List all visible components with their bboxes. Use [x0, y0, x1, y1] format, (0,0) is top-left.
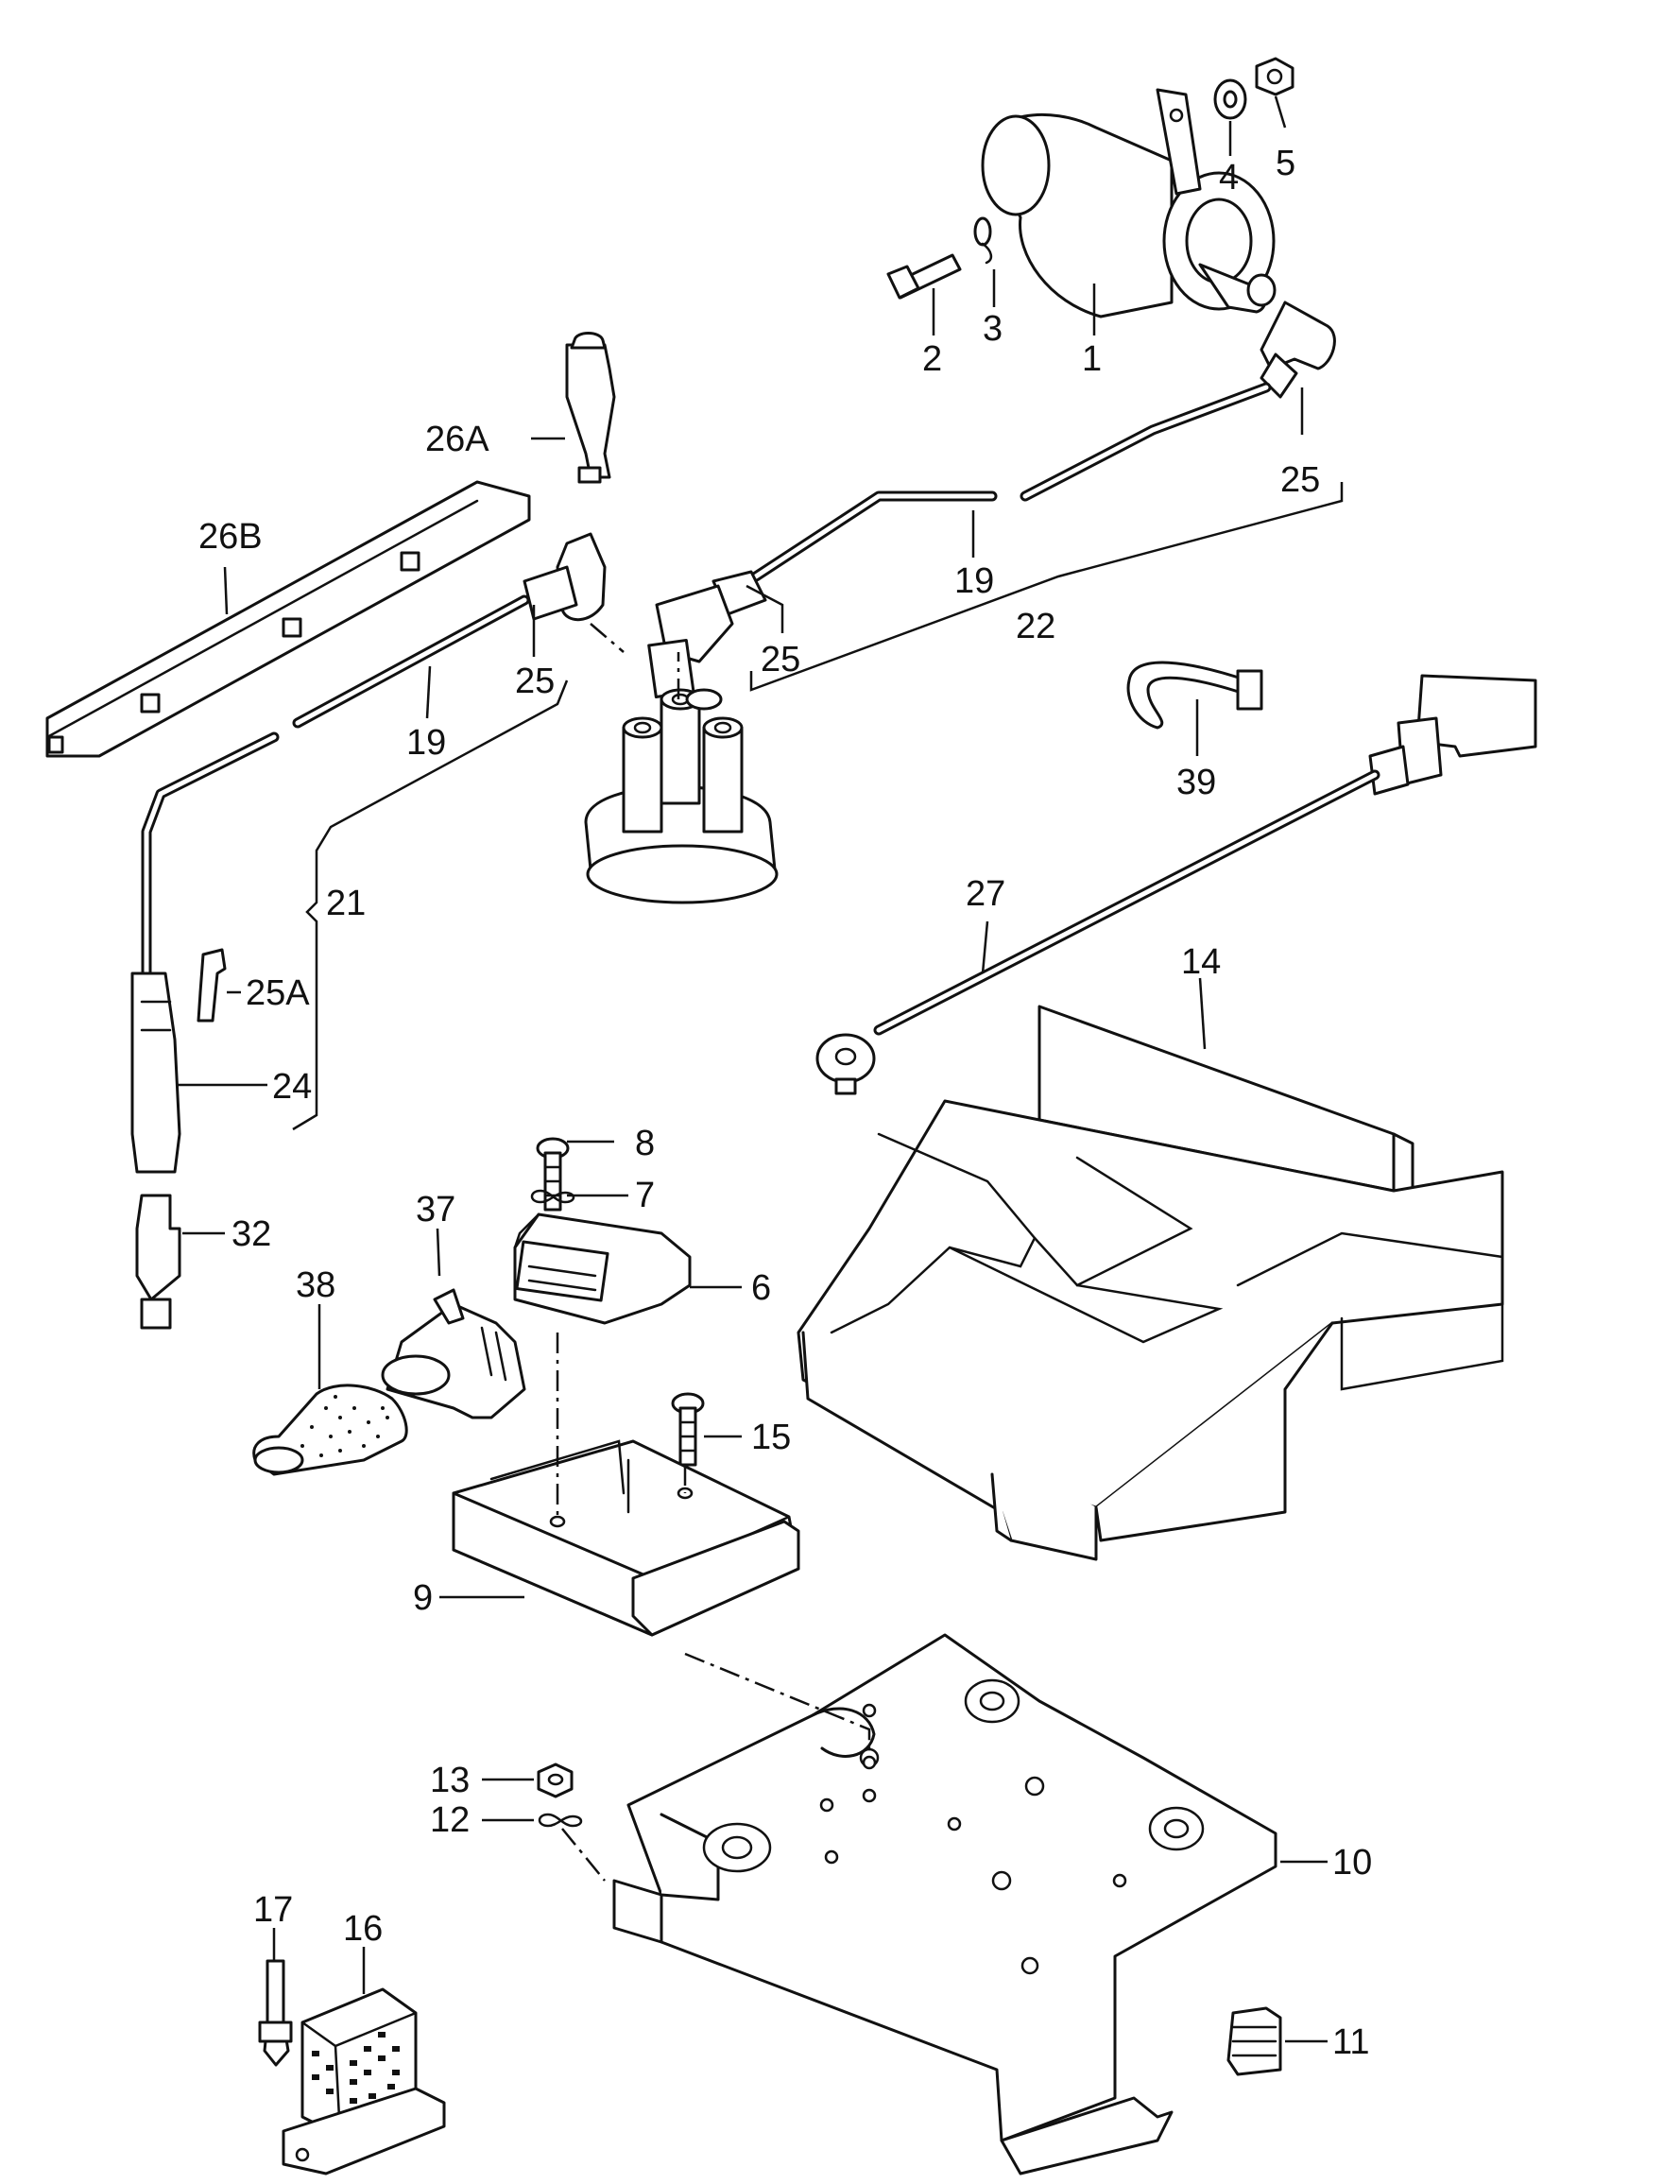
group-bracket-22 — [749, 482, 1344, 692]
spring-washer-3 — [973, 216, 993, 265]
screw-15 — [671, 1392, 705, 1467]
callout-10: 10 — [1332, 1843, 1372, 1883]
ignition-coil — [981, 88, 1277, 318]
lambda-probe-connector-24 — [130, 972, 181, 1174]
mounting-plate-10 — [612, 1633, 1277, 2175]
callout-24: 24 — [272, 1067, 312, 1107]
callout-25A: 25A — [246, 973, 310, 1013]
spark-plug-connector-26A — [565, 332, 616, 484]
coil-ignition-lead — [647, 301, 1336, 698]
cover-14 — [797, 1005, 1504, 1561]
control-unit-6 — [513, 1212, 692, 1325]
callout-26B: 26B — [198, 517, 263, 557]
callout-2: 2 — [922, 339, 942, 379]
bolt-2 — [886, 253, 962, 300]
distributor-cap — [584, 688, 779, 904]
hose-clip-39 — [1126, 661, 1263, 730]
callout-8: 8 — [635, 1124, 655, 1163]
callout-12: 12 — [430, 1800, 470, 1840]
leader-lines — [178, 95, 1328, 2043]
callout-21: 21 — [326, 884, 366, 923]
callout-11: 11 — [1332, 2022, 1369, 2062]
alignment-lines — [556, 623, 871, 1882]
grommet-11 — [1226, 2006, 1282, 2076]
callout-1: 1 — [1082, 339, 1102, 379]
callout-26A: 26A — [425, 420, 489, 459]
callout-16: 16 — [343, 1909, 383, 1949]
callout-5: 5 — [1276, 144, 1295, 183]
callout-25-coil: 25 — [1280, 460, 1320, 500]
hex-nut-13 — [537, 1763, 574, 1798]
callout-7: 7 — [635, 1176, 655, 1215]
callout-15: 15 — [751, 1418, 791, 1457]
sensor-cable-27 — [815, 674, 1537, 1095]
pin-17 — [258, 1959, 293, 2067]
clip-25A — [197, 948, 227, 1023]
callout-27: 27 — [966, 874, 1005, 914]
bracket-9 — [452, 1439, 800, 1637]
callout-32: 32 — [231, 1214, 271, 1254]
callout-3: 3 — [983, 309, 1003, 349]
callout-6: 6 — [751, 1268, 771, 1308]
left-ignition-lead — [141, 532, 607, 979]
callout-13: 13 — [430, 1761, 470, 1800]
rubber-boot-38 — [252, 1384, 408, 1476]
callout-4: 4 — [1219, 158, 1239, 198]
callout-25-left: 25 — [515, 662, 555, 701]
callout-9: 9 — [413, 1578, 433, 1618]
callout-19-left: 19 — [406, 723, 446, 763]
hex-nut-5 — [1255, 57, 1294, 96]
washer-4 — [1213, 78, 1247, 120]
connector-37 — [381, 1288, 526, 1419]
washer-7 — [530, 1189, 575, 1204]
washer-12 — [538, 1813, 583, 1828]
relay-carrier-16 — [282, 1987, 446, 2175]
callout-25-distributor: 25 — [761, 640, 800, 679]
callout-19-right: 19 — [954, 561, 994, 601]
lambda-probe-32 — [135, 1194, 181, 1330]
screw-8 — [536, 1137, 570, 1212]
group-bracket-21 — [292, 679, 569, 1131]
callout-labels: 1 2 3 4 5 6 7 8 9 10 11 12 13 14 15 16 1… — [198, 144, 1372, 2062]
callout-22: 22 — [1016, 607, 1055, 646]
callout-38: 38 — [296, 1265, 335, 1305]
cable-channel-26B — [45, 480, 531, 758]
callout-39: 39 — [1176, 763, 1216, 802]
callout-37: 37 — [416, 1190, 455, 1230]
callout-14: 14 — [1181, 942, 1221, 982]
callout-17: 17 — [253, 1890, 293, 1930]
